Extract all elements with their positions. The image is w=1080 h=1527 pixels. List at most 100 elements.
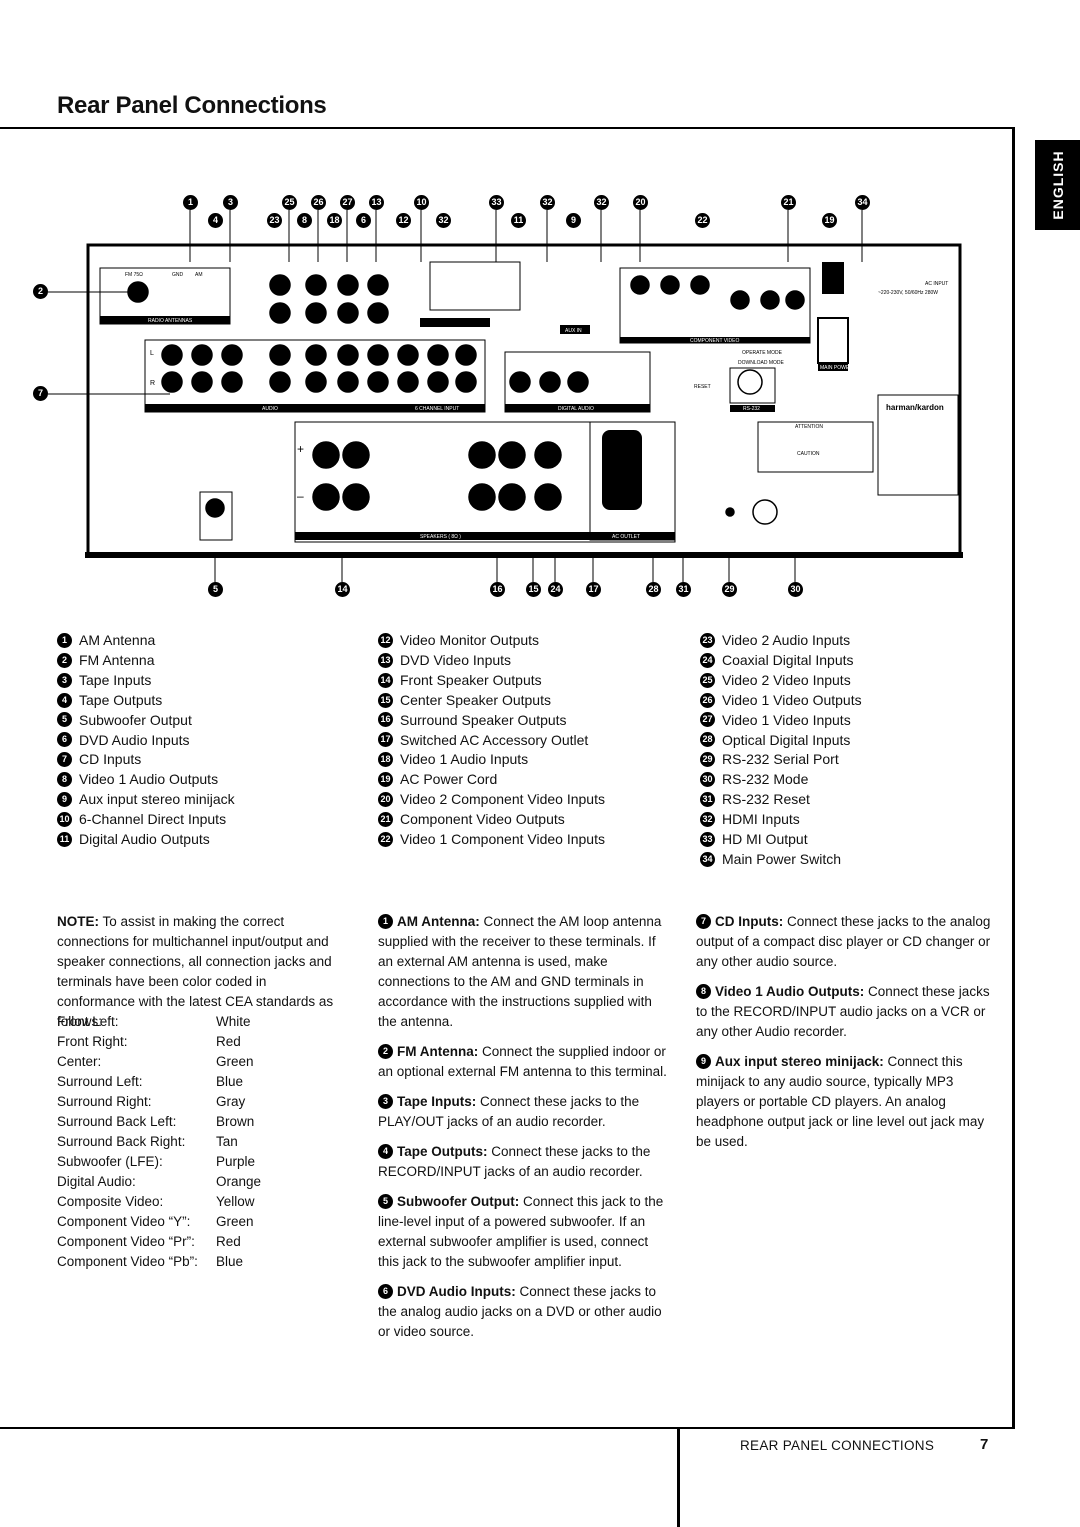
- color-row-color: Red: [216, 1234, 241, 1249]
- jack: [342, 483, 370, 511]
- callout-number: 22: [378, 831, 393, 847]
- footer-label: REAR PANEL CONNECTIONS: [740, 1438, 935, 1453]
- jack: [752, 499, 778, 525]
- language-tab-label: ENGLISH: [1049, 150, 1066, 220]
- jack: [534, 483, 562, 511]
- callout-number: 28: [700, 732, 715, 748]
- callout-number: 31: [700, 792, 715, 808]
- callout-number: 18: [327, 213, 342, 228]
- label-reset: RESET: [694, 384, 711, 390]
- jack: [785, 290, 805, 310]
- legend-item-label: Optical Digital Inputs: [722, 731, 851, 748]
- callout-number: 6: [356, 213, 371, 228]
- callout-number: 31: [676, 582, 691, 597]
- jack: [205, 498, 225, 518]
- label-pre-out: PRE-OUT: [205, 534, 228, 540]
- description-heading: Subwoofer Output:: [397, 1194, 520, 1209]
- description-text: Connect these jacks to the RECORD/INPUT …: [696, 984, 990, 1039]
- jack: [468, 441, 496, 469]
- jack: [397, 371, 419, 393]
- jack: [534, 441, 562, 469]
- callout-number: 5: [208, 582, 223, 597]
- callout-number: 20: [633, 195, 648, 210]
- side-rule: [1012, 127, 1015, 1427]
- description-heading: Tape Outputs:: [397, 1144, 488, 1159]
- callout-number: 6: [57, 732, 72, 748]
- jack: [337, 302, 359, 324]
- callout-number: 8: [696, 983, 711, 999]
- label-main-power: MAIN POWER: [820, 365, 853, 371]
- color-row-color: Yellow: [216, 1194, 255, 1209]
- color-code-note: NOTE: To assist in making the correct co…: [57, 912, 347, 1032]
- color-row: Center:Green: [57, 1052, 261, 1072]
- legend-item-label: FM Antenna: [79, 651, 155, 668]
- description-text: Connect these jacks to the PLAY/OUT jack…: [378, 1094, 640, 1129]
- callout-number: 14: [335, 582, 350, 597]
- description-heading: AM Antenna:: [397, 914, 480, 929]
- color-row-color: Blue: [216, 1254, 244, 1269]
- label-audio: AUDIO: [262, 406, 278, 412]
- callout-leaders: [48, 210, 863, 582]
- legend-item-label: RS-232 Reset: [722, 791, 810, 808]
- callout-number: 23: [700, 632, 715, 648]
- note-text: To assist in making the correct connecti…: [57, 914, 334, 1029]
- callout-number: 29: [700, 752, 715, 768]
- jack: [269, 371, 291, 393]
- legend-item-label: Tape Outputs: [79, 691, 163, 708]
- jack: [468, 483, 496, 511]
- jack: [337, 371, 359, 393]
- label-ac-input: AC INPUT: [925, 281, 948, 287]
- callout-number: 27: [340, 195, 355, 210]
- callout-number: 4: [378, 1143, 393, 1159]
- page-title: Rear Panel Connections: [57, 92, 327, 119]
- callout-number: 15: [526, 582, 541, 597]
- callout-number: 29: [722, 582, 737, 597]
- color-row-color: Blue: [216, 1074, 244, 1089]
- callout-number: 24: [700, 652, 715, 668]
- label-caution: CAUTION: [797, 451, 820, 457]
- callout-number: 5: [378, 1193, 393, 1209]
- color-row-channel: Digital Audio:: [57, 1174, 136, 1189]
- jack: [367, 344, 389, 366]
- callout-number: 7: [33, 386, 48, 401]
- color-row-channel: Component Video “Pb”:: [57, 1254, 198, 1269]
- legend-item-label: Main Power Switch: [722, 850, 842, 867]
- callout-number: 25: [282, 195, 297, 210]
- description-heading: Video 1 Audio Outputs:: [715, 984, 865, 999]
- callout-number: 2: [378, 1043, 393, 1059]
- rear-panel-diagram: FM 75Ω GND AM RADIO ANTENNAS AUDIO 6 CHA…: [48, 210, 963, 582]
- legend-item-label: Digital Audio Outputs: [79, 831, 210, 848]
- label-am: AM: [195, 272, 203, 278]
- color-row-color: White: [216, 1014, 251, 1029]
- callout-number: 2: [33, 284, 48, 299]
- callout-number: 2: [57, 652, 72, 668]
- color-row: Surround Left:Blue: [57, 1072, 261, 1092]
- footer-divider: [677, 1427, 680, 1527]
- jack: [367, 371, 389, 393]
- callout-number: 3: [378, 1093, 393, 1109]
- color-row-channel: Component Video “Y”:: [57, 1214, 191, 1229]
- callout-number: 12: [378, 632, 393, 648]
- legend-item-label: Front Speaker Outputs: [400, 671, 542, 688]
- jack: [509, 371, 531, 393]
- jack: [161, 371, 183, 393]
- panel-body: [85, 243, 963, 558]
- jack: [269, 274, 291, 296]
